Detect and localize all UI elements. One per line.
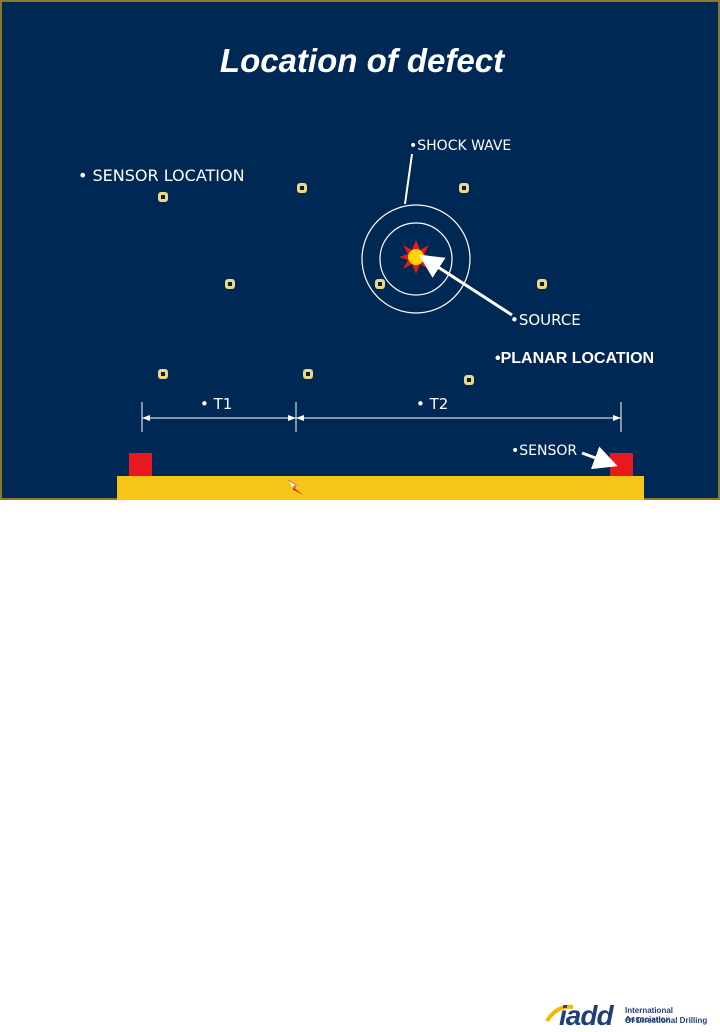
sensor-block-left <box>129 453 152 476</box>
t2-arrow-right <box>613 415 621 421</box>
slide-title: Location of defect <box>219 42 505 79</box>
shock-wave-label: •SHOCK WAVE <box>409 138 512 154</box>
sensor-dot <box>537 279 547 289</box>
source-pointer-arrow <box>418 254 513 317</box>
t2-label: • T2 <box>416 395 449 413</box>
sensor-dot <box>225 279 235 289</box>
beam <box>117 476 644 500</box>
planar-location-label: •PLANAR LOCATION <box>495 350 655 367</box>
sensor-label: •SENSOR <box>511 443 578 459</box>
sensor-location-label: • SENSOR LOCATION <box>78 166 245 185</box>
footer: iadd International Association Of Direct… <box>0 500 720 1031</box>
sensor-dot <box>158 369 168 379</box>
t2-arrow-left <box>296 415 304 421</box>
defect-spark-icon <box>287 479 303 495</box>
shock-wave-pointer <box>404 153 413 205</box>
slide: Location of defect <box>0 0 720 500</box>
sensor-dots <box>158 183 547 385</box>
shock-wave-outer-ring <box>361 204 471 314</box>
source-label: •SOURCE <box>510 311 581 329</box>
sensor-dot <box>375 279 385 289</box>
t1-label: • T1 <box>200 395 233 413</box>
diagram <box>117 153 644 500</box>
t1-arrow-right <box>288 415 296 421</box>
sensor-block-right <box>610 453 633 476</box>
sensor-dot <box>459 183 469 193</box>
sensor-dot <box>297 183 307 193</box>
t1-arrow-left <box>142 415 150 421</box>
sensor-dot <box>158 192 168 202</box>
sensor-dot <box>464 375 474 385</box>
shock-wave-inner-ring <box>379 222 453 296</box>
logo-tagline-2: Of Directional Drilling <box>625 1016 708 1025</box>
sensor-dot <box>303 369 313 379</box>
source-burst-icon <box>399 240 433 274</box>
sensor-pointer-arrow <box>581 446 618 470</box>
logo-wordmark: iadd <box>559 1000 614 1031</box>
